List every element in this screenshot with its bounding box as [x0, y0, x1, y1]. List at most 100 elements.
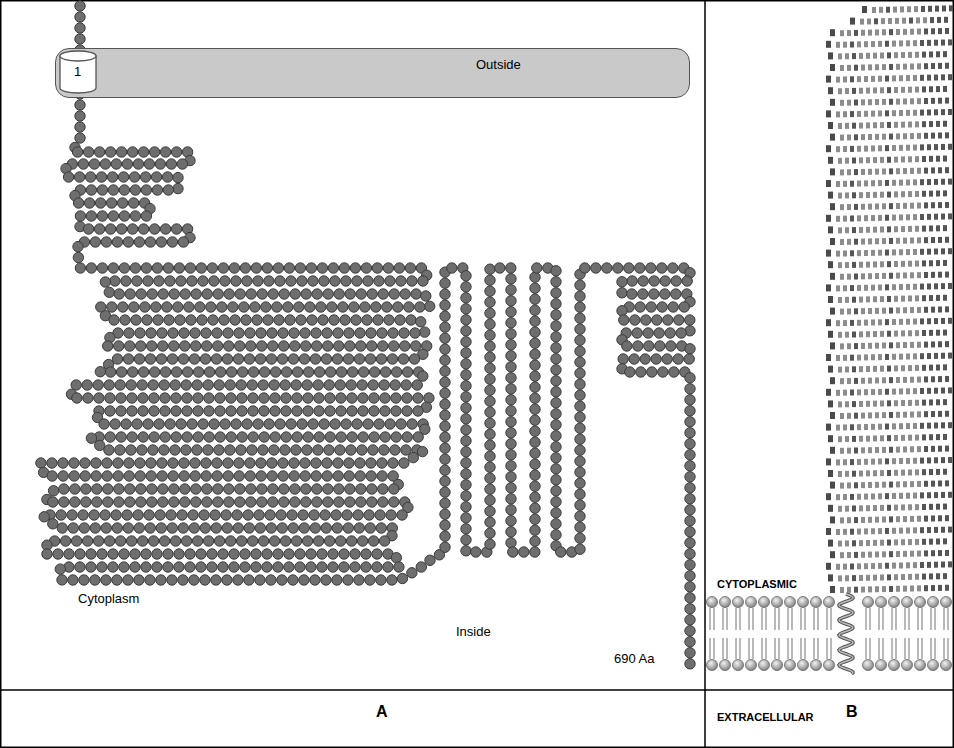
sequence-mark [924, 342, 928, 348]
residue-bead [279, 289, 289, 299]
residue-bead [366, 328, 376, 338]
sequence-mark [924, 63, 928, 69]
residue-bead [153, 315, 163, 325]
sequence-mark [913, 214, 917, 220]
residue-bead [657, 263, 667, 273]
residue-bead [625, 367, 635, 377]
sequence-mark [875, 412, 879, 418]
residue-bead [440, 399, 450, 409]
residue-bead [156, 354, 166, 364]
sequence-mark [913, 527, 917, 533]
residue-bead [142, 315, 152, 325]
residue-chain [36, 1, 696, 669]
sequence-mark [878, 215, 882, 221]
residue-bead [335, 536, 345, 546]
sequence-mark [880, 192, 884, 198]
residue-bead [415, 302, 425, 312]
residue-bead [125, 497, 135, 507]
sequence-mark [901, 365, 905, 371]
sequence-mark [929, 260, 933, 266]
residue-bead [187, 419, 197, 429]
sequence-mark [852, 53, 856, 59]
residue-bead [461, 304, 471, 314]
residue-bead [109, 315, 119, 325]
residue-bead [277, 354, 287, 364]
residue-bead [357, 445, 367, 455]
sequence-mark [894, 226, 898, 232]
sequence-mark [866, 366, 870, 372]
sequence-mark [864, 285, 868, 291]
residue-bead [191, 484, 201, 494]
residue-bead [378, 497, 388, 507]
sequence-mark [864, 494, 868, 500]
sequence-mark [852, 88, 856, 94]
sequence-mark [892, 215, 896, 221]
sequence-mark [873, 261, 877, 267]
residue-bead [244, 575, 254, 585]
residue-bead [325, 367, 335, 377]
residue-bead [323, 289, 333, 299]
residue-bead [134, 575, 144, 585]
sequence-mark [840, 448, 844, 454]
residue-bead [198, 276, 208, 286]
sequence-mark [915, 156, 919, 162]
sequence-mark [871, 493, 875, 499]
residue-bead [394, 263, 404, 273]
sequence-mark [913, 284, 917, 290]
sequence-mark [850, 216, 854, 222]
sequence-mark [838, 297, 842, 303]
sequence-mark [830, 412, 835, 419]
residue-bead [506, 527, 516, 537]
sequence-mark [871, 215, 875, 221]
residue-bead [295, 562, 305, 572]
residue-bead [95, 198, 105, 208]
residue-bead [367, 341, 377, 351]
residue-bead [440, 542, 450, 552]
residue-bead [106, 198, 116, 208]
residue-bead [224, 484, 234, 494]
residue-bead [197, 315, 207, 325]
residue-bead [368, 445, 378, 455]
residue-bead [617, 306, 627, 316]
residue-bead [530, 547, 540, 557]
sequence-mark [924, 133, 928, 139]
sequence-mark [892, 284, 896, 290]
residue-bead [176, 276, 186, 286]
residue-bead [345, 341, 355, 351]
sequence-mark [882, 447, 886, 453]
residue-bead [321, 354, 331, 364]
sequence-mark [878, 493, 882, 499]
sequence-mark [828, 331, 833, 338]
residue-bead [200, 354, 210, 364]
sequence-mark [875, 308, 879, 314]
residue-bead [662, 354, 672, 364]
residue-bead [244, 523, 254, 533]
residue-bead [163, 549, 173, 559]
sequence-mark [866, 296, 870, 302]
residue-bead [312, 341, 322, 351]
sequence-mark [843, 76, 847, 82]
residue-bead [461, 403, 471, 413]
residue-bead [530, 404, 540, 414]
residue-bead [173, 183, 183, 193]
residue-bead [270, 367, 280, 377]
sequence-mark [943, 364, 947, 370]
sequence-mark [889, 342, 893, 348]
sequence-mark [880, 470, 884, 476]
residue-bead [212, 471, 222, 481]
residue-bead [58, 471, 68, 481]
residue-bead [671, 276, 681, 286]
sequence-mark [840, 239, 844, 245]
residue-bead [485, 374, 495, 384]
residue-bead [506, 483, 516, 493]
residue-bead [356, 497, 366, 507]
residue-bead [391, 393, 401, 403]
residue-bead [685, 527, 695, 537]
residue-bead [262, 549, 272, 559]
sequence-mark [948, 283, 952, 289]
residue-bead [530, 426, 540, 436]
residue-bead [261, 302, 271, 312]
residue-bead [685, 373, 695, 383]
residue-bead [306, 562, 316, 572]
residue-bead [575, 324, 585, 334]
